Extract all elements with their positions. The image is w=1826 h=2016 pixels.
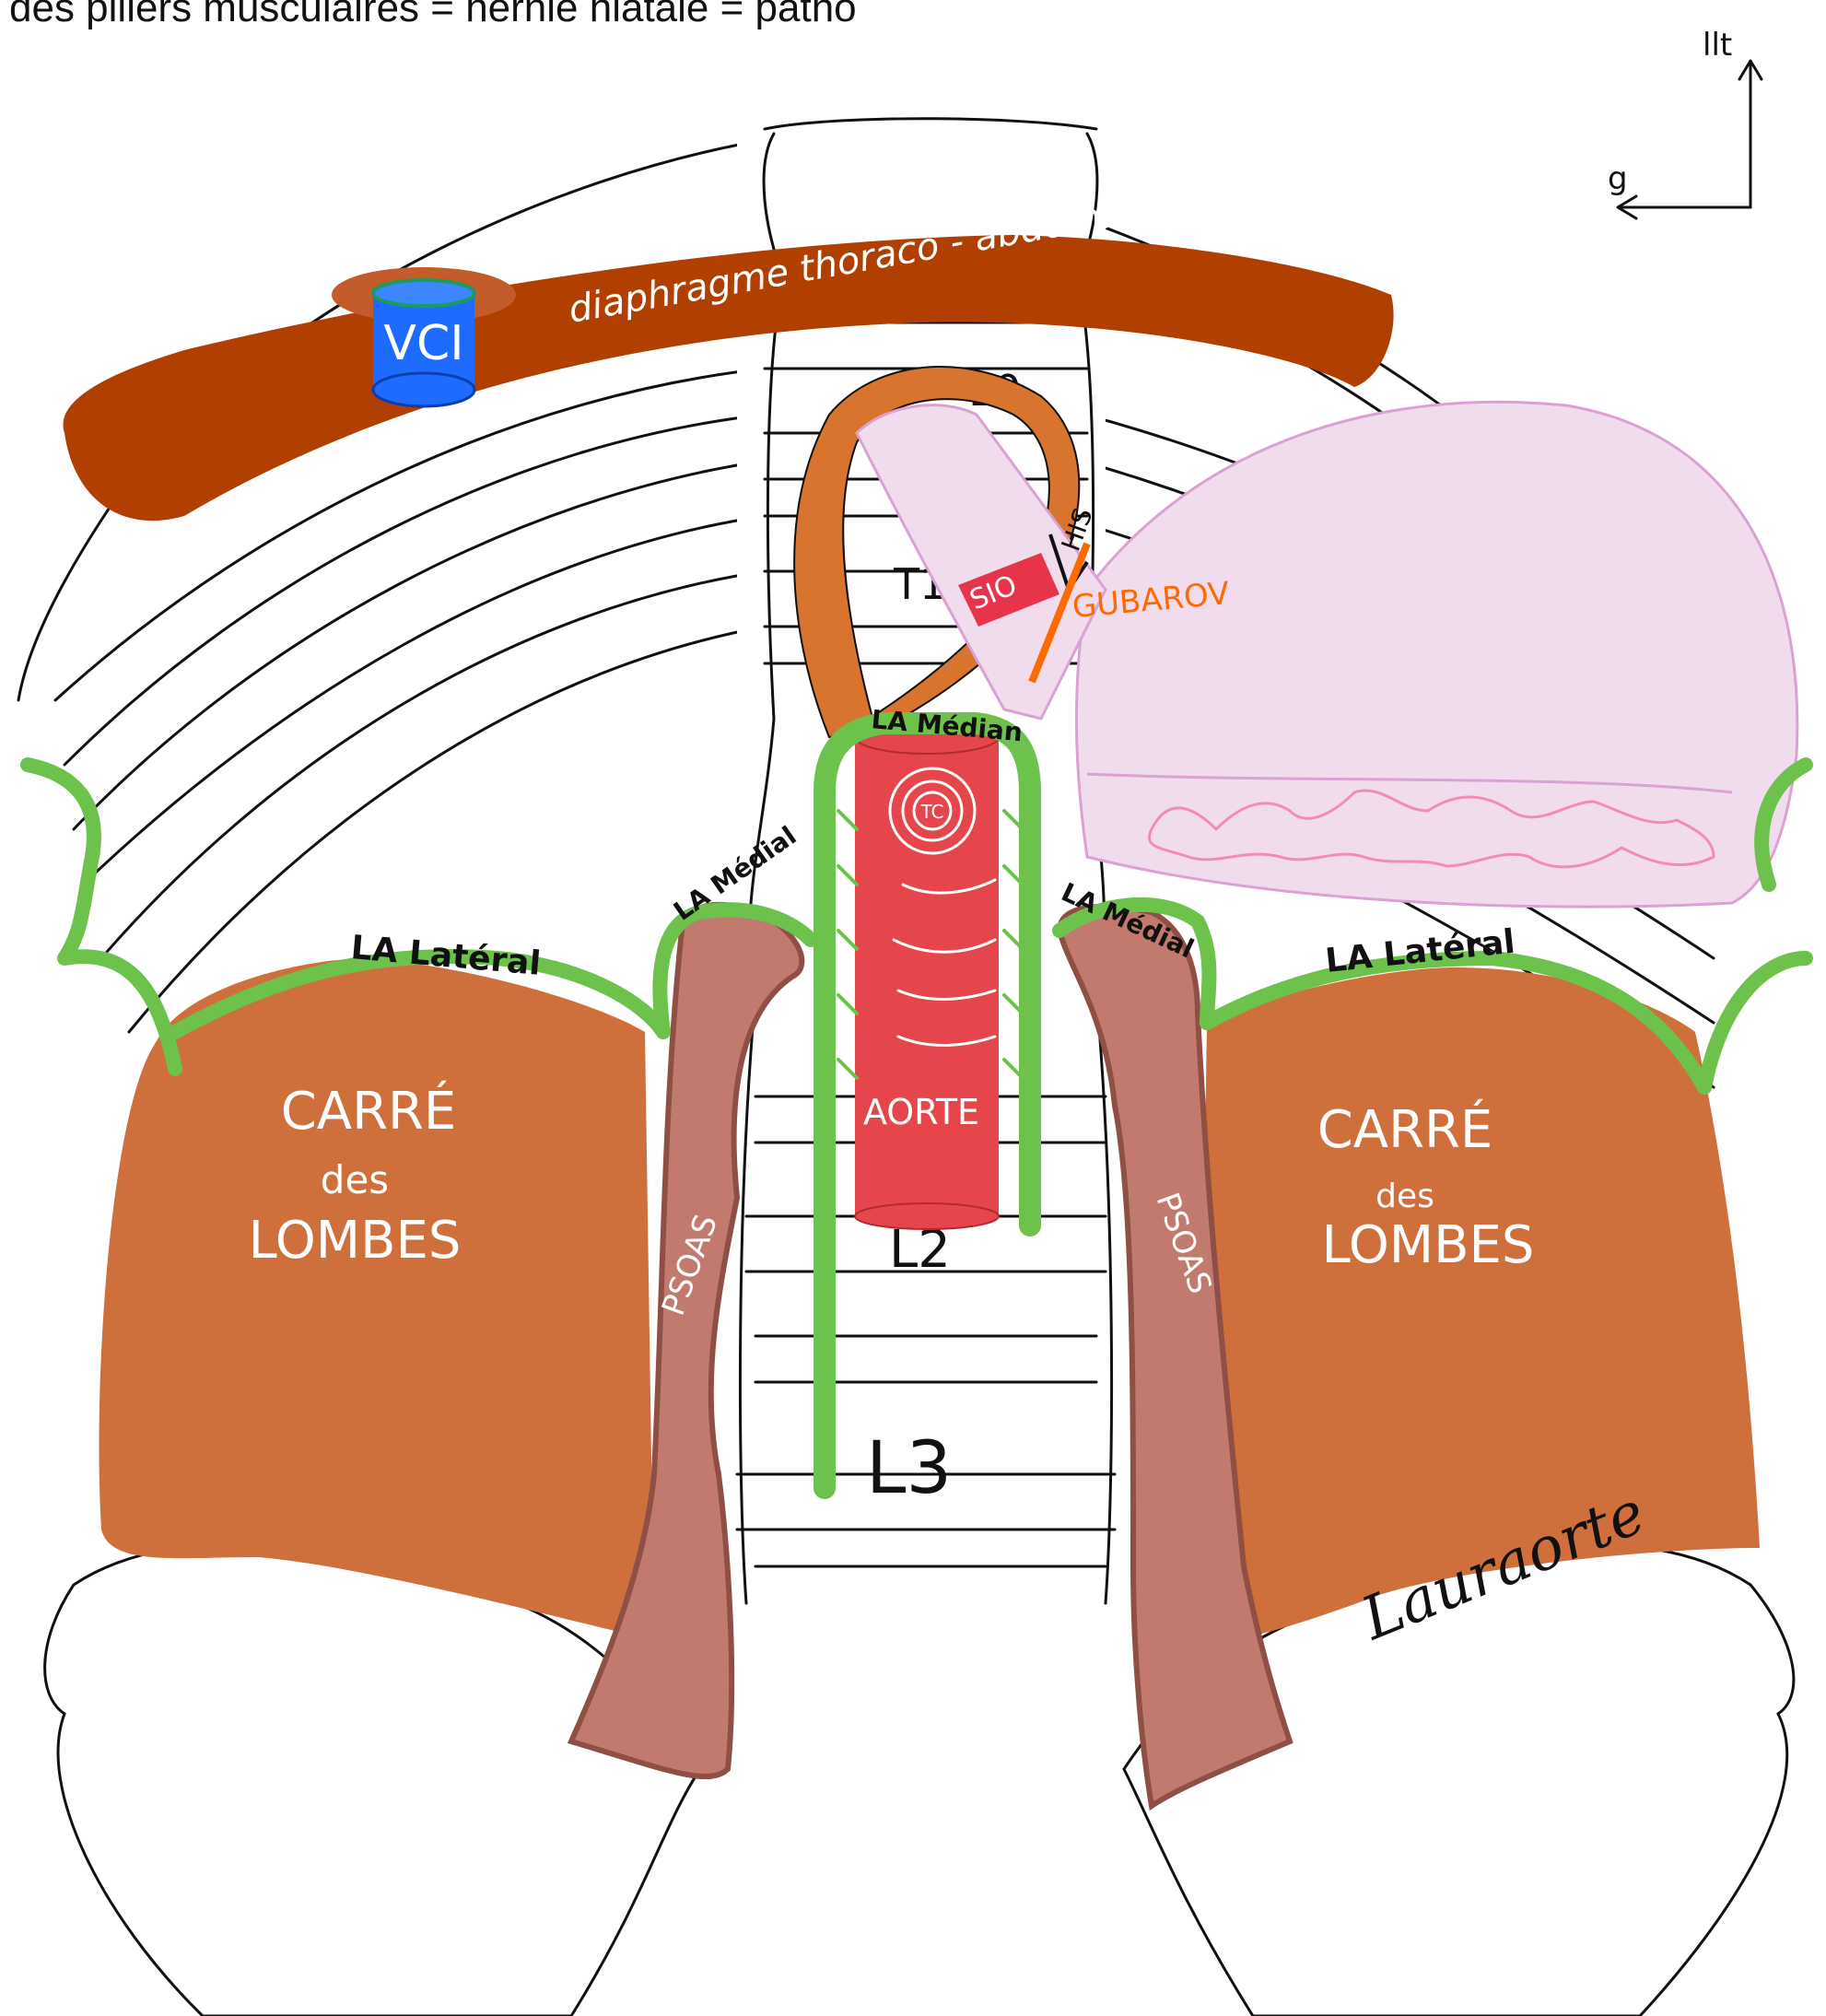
up-arrow-icon: [1739, 61, 1762, 207]
aorta-label: AORTE: [863, 1092, 979, 1132]
svg-text:CARRÉ: CARRÉ: [281, 1082, 457, 1142]
tc-label: TC: [919, 801, 943, 823]
aorta: TC AORTE: [855, 721, 999, 1229]
svg-text:des: des: [321, 1157, 389, 1202]
orientation-marker: llt g: [1608, 27, 1762, 218]
svg-text:CARRÉ: CARRÉ: [1317, 1100, 1493, 1160]
pelvis: [45, 1543, 1794, 2016]
left-arrow-icon: [1618, 196, 1750, 218]
quadratus-left: [99, 958, 655, 1640]
svg-text:LOMBES: LOMBES: [249, 1211, 462, 1271]
orientation-left-label: g: [1608, 160, 1628, 197]
svg-text:LOMBES: LOMBES: [1322, 1215, 1535, 1275]
vertebra-l3: L3: [866, 1427, 952, 1510]
orientation-up-label: llt: [1703, 27, 1732, 64]
vci-label: VCI: [383, 316, 463, 371]
svg-text:des: des: [1375, 1178, 1434, 1215]
